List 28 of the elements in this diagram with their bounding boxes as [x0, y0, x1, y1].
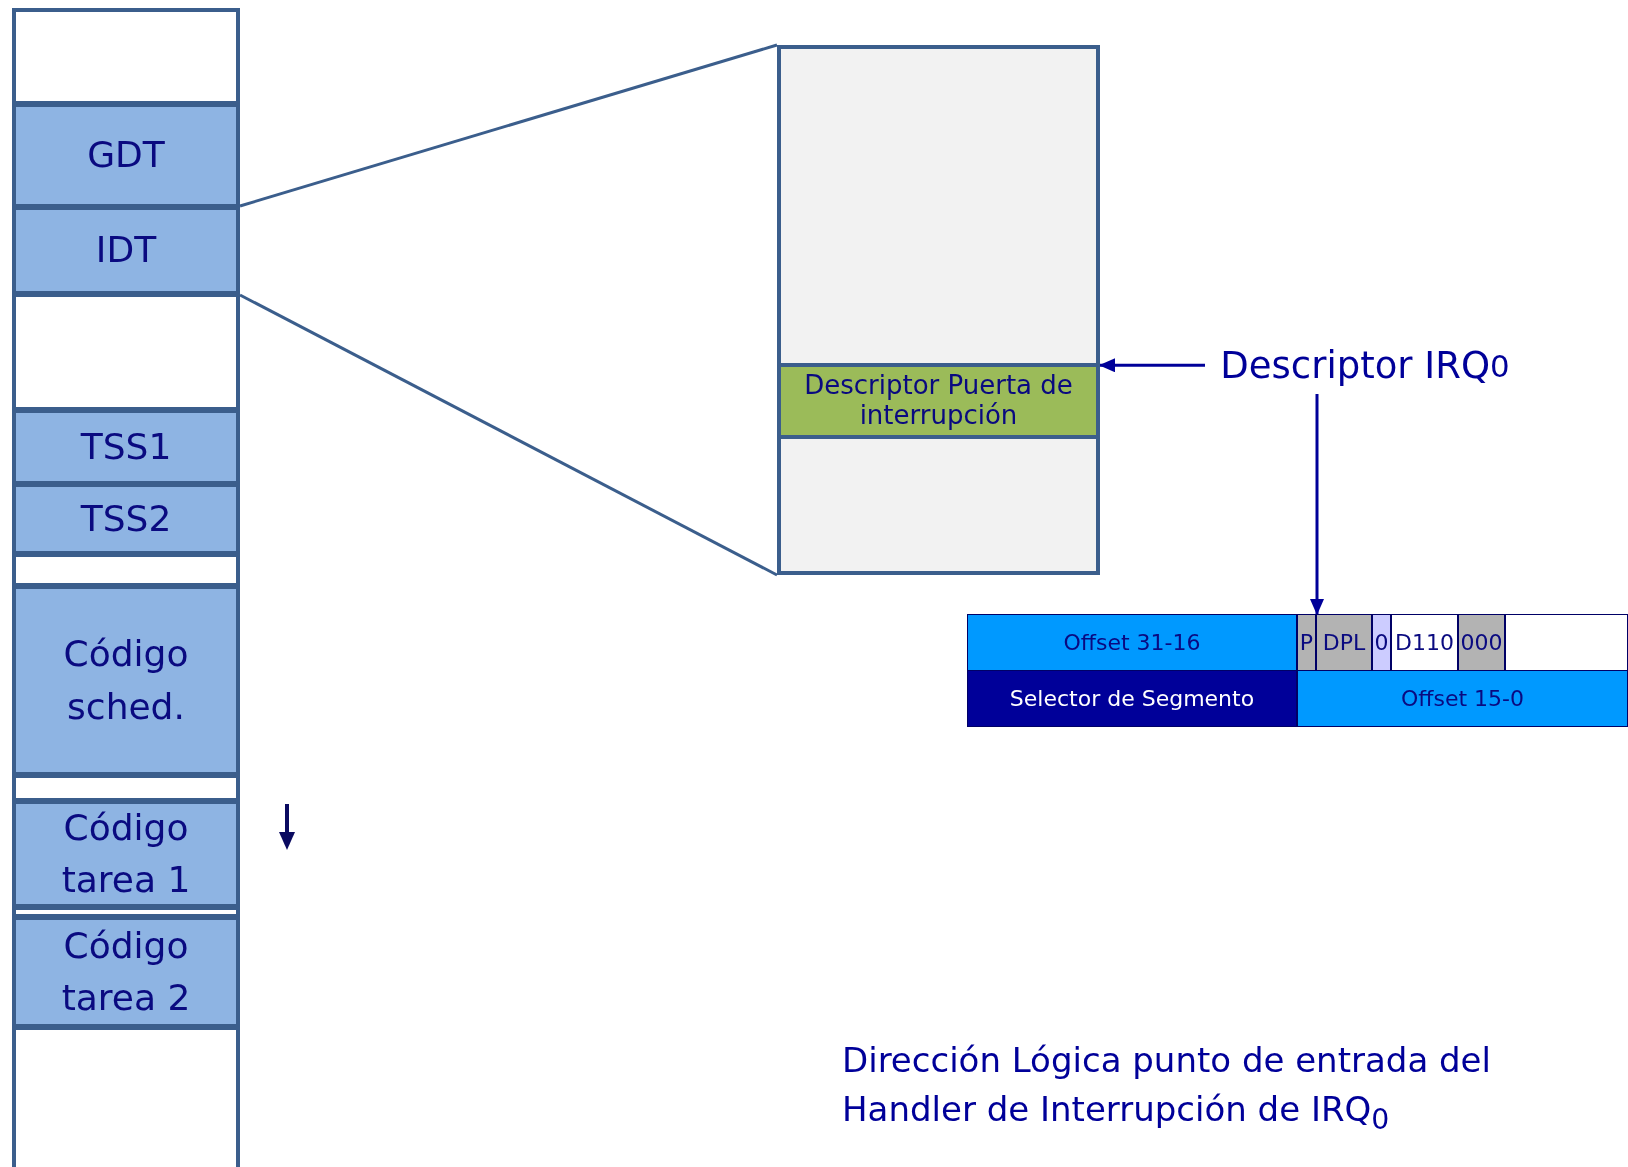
memory-segment: IDT — [12, 206, 240, 295]
descriptor-field: Selector de Segmento — [967, 670, 1297, 727]
descriptor-format-table — [967, 614, 1628, 727]
memory-segment — [12, 553, 240, 587]
descriptor-field: P — [1297, 614, 1316, 671]
memory-segment — [12, 1026, 240, 1167]
arrow — [1310, 394, 1324, 615]
memory-segment — [12, 293, 240, 411]
memory-segment: TSS1 — [12, 409, 240, 485]
note-text: Dirección Lógica punto de entrada del Handler de Interrupción de IRQ$_{0}$ — [842, 1039, 1492, 1139]
memory-segment: GDT — [12, 103, 240, 208]
descriptor-field: 0 — [1372, 614, 1391, 671]
memory-segment — [12, 774, 240, 802]
memory-segment: Código tarea 1 — [12, 800, 240, 908]
idt-table-box — [777, 45, 1100, 575]
descriptor-field: D110 — [1391, 614, 1458, 671]
memory-segment: Código tarea 2 — [12, 916, 240, 1028]
arrow — [1099, 358, 1205, 373]
descriptor-field — [1505, 614, 1628, 671]
zoom-line — [239, 293, 778, 577]
memory-segment — [12, 8, 240, 105]
descriptor-field: 000 — [1458, 614, 1505, 671]
zoom-line — [239, 43, 778, 208]
descriptor-field: Offset 31-16 — [967, 614, 1297, 671]
descriptor-field: Offset 15-0 — [1297, 670, 1628, 727]
descriptor-field: DPL — [1316, 614, 1372, 671]
memory-segment: Código sched. — [12, 585, 240, 776]
memory-segment: TSS2 — [12, 483, 240, 555]
